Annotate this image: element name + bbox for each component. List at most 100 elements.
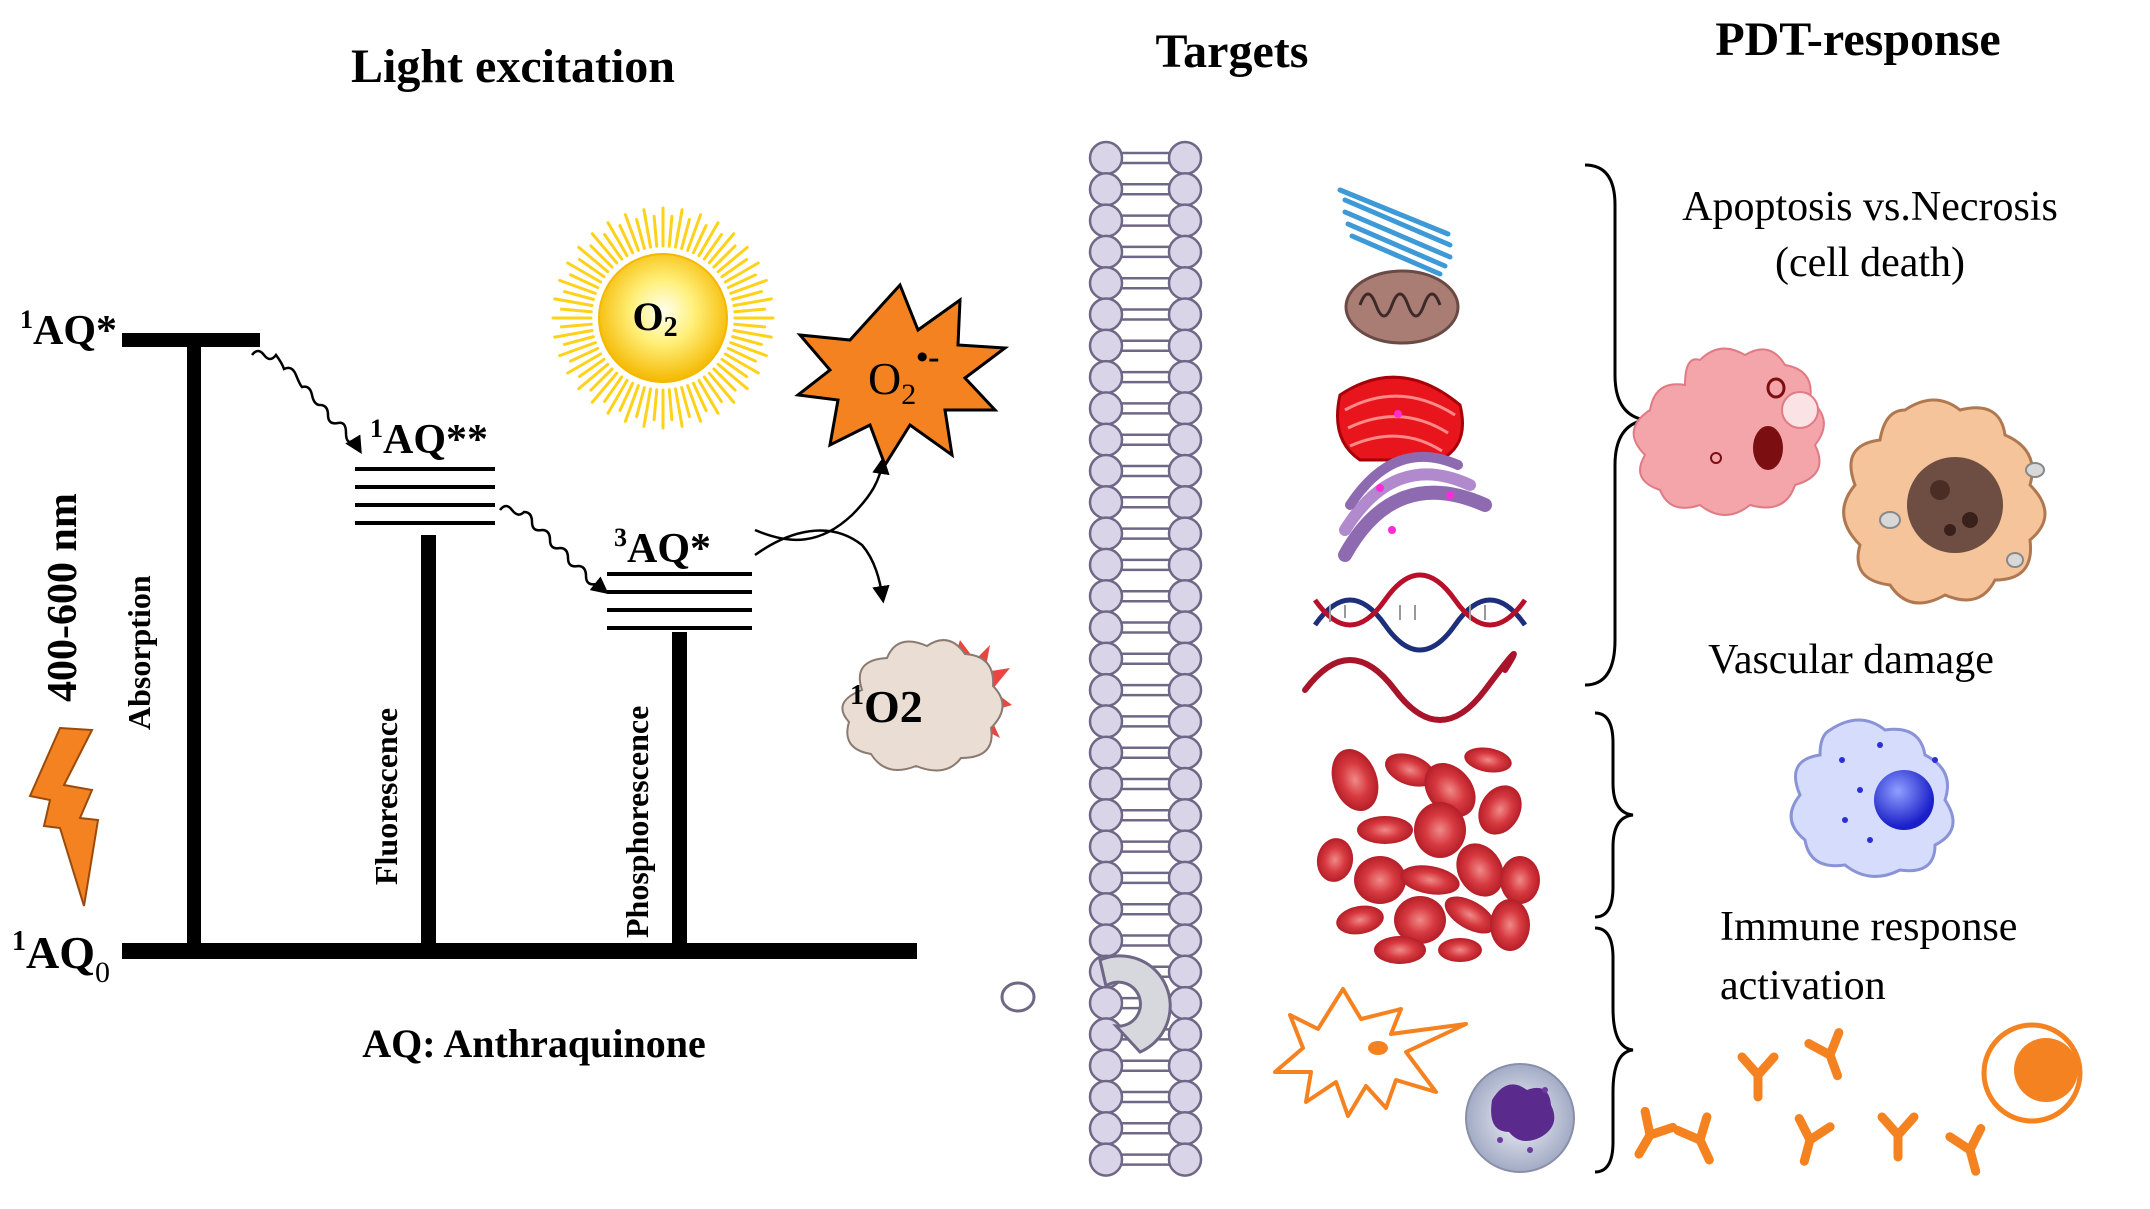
antibody-shape — [1634, 1106, 1678, 1159]
sun-ray — [590, 371, 619, 404]
lipid-head-outer — [1088, 234, 1124, 270]
light-excitation-title: Light excitation — [351, 40, 675, 93]
triplet-line-4 — [607, 626, 752, 630]
lipid-head-outer — [1088, 578, 1124, 614]
sun-ray — [569, 273, 600, 290]
red-blood-cell — [1400, 865, 1460, 895]
sun-ray — [602, 375, 624, 404]
lipid-head-inner — [1167, 641, 1203, 677]
sun-ray — [716, 362, 749, 391]
antibody-shape — [1945, 1123, 1986, 1176]
red-blood-cell — [1394, 896, 1446, 944]
red-blood-cell — [1456, 843, 1504, 897]
red-blood-cell — [1357, 816, 1413, 844]
lipid-head-inner — [1167, 328, 1203, 364]
lipid-head-inner — [1167, 860, 1203, 896]
lipid-head-outer — [1088, 485, 1124, 520]
sun-ray — [623, 213, 640, 252]
sun-ray — [720, 257, 749, 279]
sun-ray — [667, 214, 674, 248]
sun-ray — [723, 352, 760, 375]
lipid-head-inner — [1167, 923, 1203, 958]
absorption-bar — [187, 340, 201, 946]
sun-ray — [635, 386, 646, 419]
cell-death-line-2: (cell death) — [1775, 240, 1965, 286]
lipid-head-outer — [1088, 641, 1124, 677]
sun-ray — [732, 297, 773, 307]
sun-ray — [680, 386, 691, 419]
sun-ray — [589, 367, 614, 392]
lipid-head-outer — [1088, 860, 1124, 896]
singlet-oxygen-arrow — [754, 529, 890, 604]
lipid-head-inner — [1167, 1048, 1203, 1083]
s1-vibrational-line-4 — [355, 521, 495, 525]
lipid-head-inner — [1167, 891, 1203, 927]
necrotic-cell-icon — [1842, 398, 2047, 605]
lipid-head-inner — [1167, 1142, 1203, 1177]
red-blood-cell — [1316, 838, 1354, 882]
lipid-head-inner — [1167, 265, 1203, 301]
lipid-head-inner — [1167, 297, 1203, 332]
brace-immune — [1594, 926, 1634, 1174]
lipid-head-inner — [1167, 391, 1203, 426]
sun-ray — [577, 362, 610, 391]
sun-ray — [562, 335, 595, 346]
sun-ray — [720, 357, 749, 379]
lipid-head-outer — [1088, 172, 1124, 207]
lipid-head-inner — [1167, 203, 1203, 238]
antibody-shape — [1673, 1112, 1714, 1165]
sun-ray — [674, 208, 684, 249]
triplet-label: 3AQ* — [614, 523, 711, 572]
dendritic-cell-icon — [1273, 987, 1468, 1118]
sun-ray — [702, 232, 724, 261]
s1-vibrational-line-1 — [355, 467, 495, 471]
immune-response-line-1: Immune response — [1720, 904, 2017, 950]
internal-conversion-arrow — [251, 349, 362, 455]
golgi-apparatus-icon — [1338, 452, 1492, 562]
lipid-head-outer — [1088, 391, 1124, 426]
lipid-head-inner — [1167, 954, 1203, 990]
ground-state-label: 1AQ0 — [12, 926, 110, 989]
sun-ray — [606, 221, 629, 258]
sun-ray — [707, 232, 736, 265]
red-blood-cell — [1444, 896, 1496, 934]
lipid-head-outer — [1088, 1017, 1124, 1052]
sun-ray — [691, 224, 708, 255]
red-blood-cell — [1385, 753, 1435, 787]
endoplasmic-reticulum-icon — [1336, 375, 1464, 462]
lipid-head-inner — [1167, 578, 1203, 614]
red-blood-cell — [1500, 856, 1540, 904]
sun-ray — [553, 297, 594, 307]
triplet-line-1 — [607, 572, 752, 576]
dna-helix-icon — [1312, 572, 1528, 653]
pdt-response-title: PDT-response — [1715, 13, 2000, 66]
sun-ray — [602, 232, 624, 261]
sun-ray — [731, 335, 764, 346]
lipid-head-inner — [1167, 610, 1203, 645]
sun-ray — [606, 378, 629, 415]
sun-ray — [566, 261, 603, 284]
singlet-oxygen-cloud-icon — [841, 639, 1012, 772]
sun-ray — [559, 322, 593, 329]
lipid-head-outer — [1088, 891, 1124, 927]
lipid-head-outer — [1088, 704, 1124, 739]
red-blood-cell — [1438, 938, 1482, 962]
lipid-head-inner — [1167, 985, 1203, 1021]
antibody-icon — [1945, 1123, 1986, 1176]
sun-ray — [577, 257, 606, 279]
lipid-head-outer — [1088, 923, 1124, 958]
lipid-head-outer — [1088, 547, 1124, 583]
microtubules-icon — [1337, 187, 1453, 277]
membrane-receptor-icon — [1098, 954, 1172, 1054]
sun-ray — [642, 387, 652, 428]
s1-vibrational-label: 1AQ** — [370, 414, 488, 463]
sun-ray — [686, 384, 703, 423]
lipid-head-inner — [1167, 422, 1203, 457]
lipid-head-outer — [1088, 203, 1124, 238]
neutrophil-icon — [1465, 1063, 1575, 1173]
lipid-head-inner — [1167, 798, 1203, 833]
sun-ray — [667, 388, 674, 422]
sun-ray — [729, 341, 768, 358]
sun-ray — [674, 387, 684, 428]
